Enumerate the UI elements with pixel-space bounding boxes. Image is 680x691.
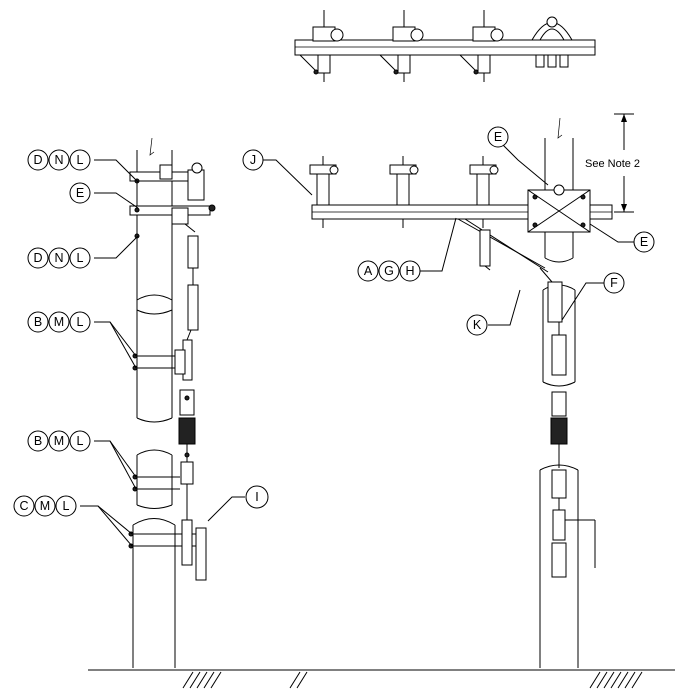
callout-letter: K [473, 318, 482, 332]
cutout-3 [469, 156, 499, 228]
cutout-2 [389, 156, 419, 228]
callout-letter: M [40, 499, 50, 513]
plan-cutout-3 [459, 10, 504, 82]
right-front-elevation [309, 117, 613, 668]
callout-letter: L [77, 251, 84, 265]
leader-lines [80, 113, 634, 547]
plan-cutout-2 [379, 10, 424, 82]
callout-letter: E [76, 186, 84, 200]
plan-pole-bracket [531, 16, 573, 68]
top-plan-view [294, 10, 596, 82]
callout-letter: J [250, 153, 256, 167]
callout-left-cml: C M L [13, 495, 77, 517]
callout-letter: L [77, 434, 84, 448]
callout-letter: L [77, 153, 84, 167]
callout-right-e-bottom: E [633, 231, 655, 253]
right-pole-mid [542, 290, 576, 382]
callout-letter: M [54, 315, 64, 329]
callout-letter: I [255, 490, 258, 504]
callout-letter: N [54, 153, 63, 167]
callout-letter: M [54, 434, 64, 448]
callout-right-j: J [242, 149, 264, 171]
right-pole-base [539, 470, 579, 668]
callout-letter: D [33, 251, 42, 265]
see-note-label: See Note 2 [585, 158, 640, 170]
left-side-elevation [128, 137, 216, 668]
callout-left-bml-1: B M L [27, 311, 91, 333]
callout-letter: H [405, 264, 414, 278]
callout-left-bml-2: B M L [27, 430, 91, 452]
callout-letter: L [63, 499, 70, 513]
ground-line [88, 669, 675, 689]
cutout-1 [309, 156, 339, 228]
callout-letter: B [34, 434, 42, 448]
callout-letter: G [384, 264, 394, 278]
callout-letter: B [34, 315, 42, 329]
callout-right-agh: A G H [357, 260, 421, 282]
callout-left-top: D N L [27, 149, 91, 171]
callout-letter: L [77, 315, 84, 329]
plan-cutout-1 [299, 10, 344, 82]
callout-left-mid: D N L [27, 247, 91, 269]
callout-letter: E [640, 235, 648, 249]
callout-right-k: K [466, 314, 488, 336]
callout-right-f: F [603, 272, 625, 294]
left-pole-mid [136, 300, 173, 418]
left-pole-base [132, 525, 176, 668]
callout-letter: A [364, 264, 373, 278]
callout-letter: E [494, 130, 502, 144]
callout-letter: N [54, 251, 63, 265]
callout-left-i: I [245, 485, 269, 509]
callout-left-e: E [69, 182, 91, 204]
callout-letter: C [19, 499, 28, 513]
left-pole-low [136, 455, 173, 505]
callout-letter: F [610, 276, 618, 290]
callout-letter: D [33, 153, 42, 167]
callout-right-e-top: E [487, 126, 509, 148]
